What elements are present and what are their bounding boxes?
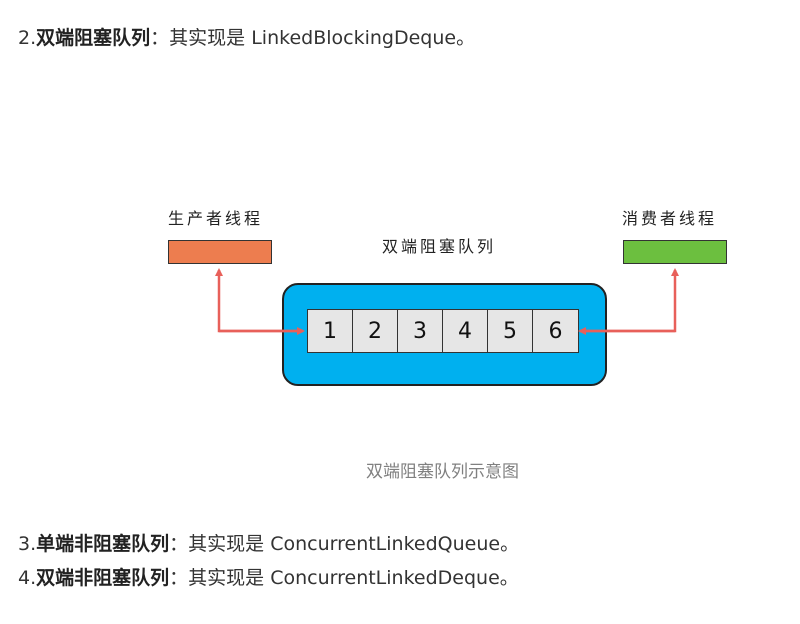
- item-title: 单端非阻塞队列: [36, 533, 170, 555]
- deque-cell: 5: [488, 310, 533, 352]
- consumer-box: [623, 240, 727, 264]
- item-number: 4.: [18, 567, 37, 589]
- list-item: 2.双端阻塞队列：其实现是 LinkedBlockingDeque。: [18, 25, 475, 51]
- deque-label: 双端阻塞队列: [382, 237, 497, 256]
- list-item: 4.双端非阻塞队列：其实现是 ConcurrentLinkedDeque。: [18, 565, 519, 591]
- item-text: 其实现是 ConcurrentLinkedQueue。: [188, 533, 520, 555]
- item-title: 双端阻塞队列: [36, 27, 151, 49]
- deque-cells: 1 2 3 4 5 6: [307, 309, 579, 353]
- deque-cell: 6: [533, 310, 578, 352]
- producer-box: [168, 240, 272, 264]
- deque-cell: 4: [443, 310, 488, 352]
- list-item: 3.单端非阻塞队列：其实现是 ConcurrentLinkedQueue。: [18, 531, 519, 557]
- item-text: 其实现是 LinkedBlockingDeque。: [169, 27, 476, 49]
- item-title: 双端非阻塞队列: [36, 567, 170, 589]
- item-separator: ：: [150, 27, 170, 49]
- consumer-label: 消费者线程: [622, 209, 718, 228]
- consumer-arrow: [578, 268, 679, 335]
- deque-cell: 2: [353, 310, 398, 352]
- item-text: 其实现是 ConcurrentLinkedDeque。: [188, 567, 519, 589]
- item-separator: ：: [169, 533, 189, 555]
- producer-arrow: [215, 268, 305, 335]
- deque-cell: 1: [308, 310, 353, 352]
- deque-cell: 3: [398, 310, 443, 352]
- item-separator: ：: [169, 567, 189, 589]
- item-number: 2.: [18, 27, 37, 49]
- item-number: 3.: [18, 533, 37, 555]
- producer-label: 生产者线程: [168, 209, 264, 228]
- figure-caption: 双端阻塞队列示意图: [366, 462, 519, 482]
